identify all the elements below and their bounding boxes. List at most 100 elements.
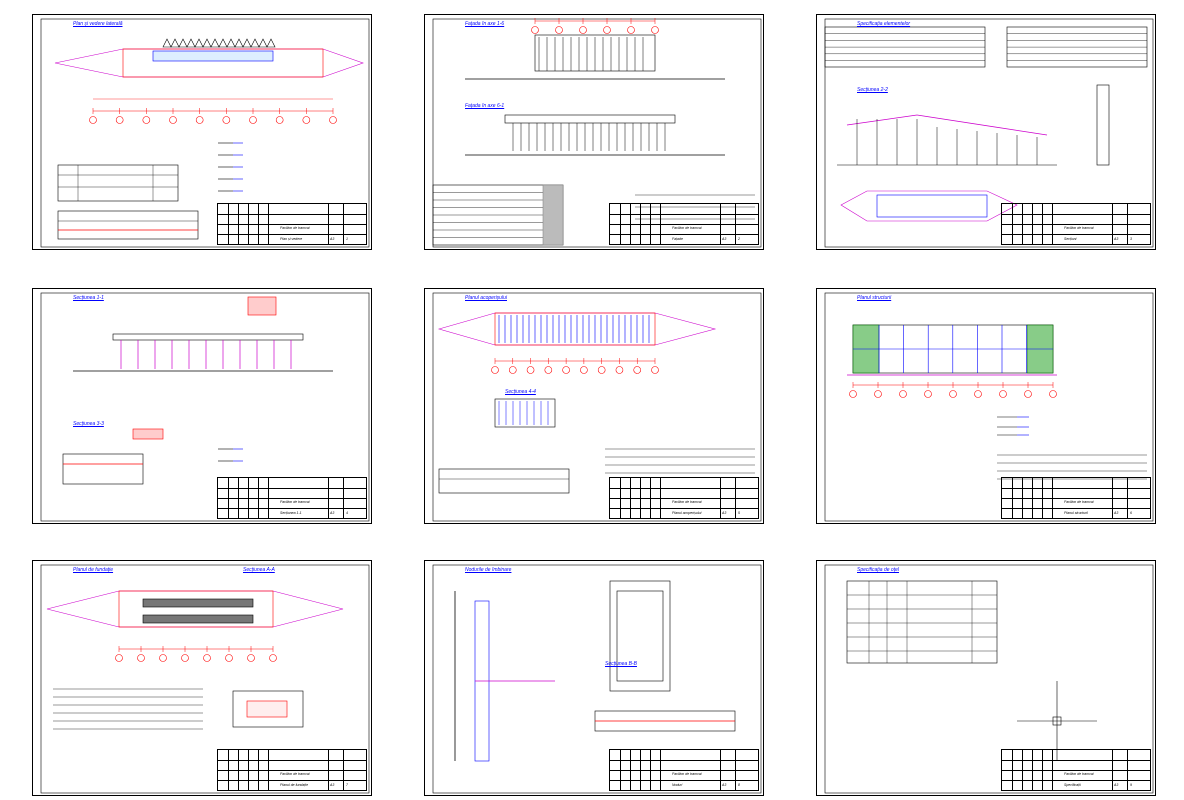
sheet-title: Specificația de oțel <box>857 567 899 573</box>
title-block-col <box>258 750 259 790</box>
title-block-sheet-number: 5 <box>738 511 740 515</box>
title-block-col <box>343 204 344 244</box>
title-block-row <box>610 508 758 509</box>
title-block-sheet-number: 2 <box>738 237 740 241</box>
sheet-drawing <box>824 564 1154 794</box>
title-block-col <box>660 750 661 790</box>
title-block-col <box>238 750 239 790</box>
title-block-project: Pavilion de tramvai <box>1064 226 1094 230</box>
foundation-plan <box>118 590 274 628</box>
roof-plan-frame <box>494 312 656 346</box>
axis-bubble <box>615 366 624 374</box>
foundation-strip <box>142 614 254 624</box>
title-block-col <box>1022 478 1023 518</box>
axis-bubble <box>329 116 337 124</box>
title-block-col <box>268 204 269 244</box>
title-block-col <box>640 750 641 790</box>
ramp-detail <box>1096 84 1110 166</box>
title-block-col <box>640 204 641 244</box>
axis-bubble <box>302 116 311 124</box>
title-block-col <box>228 204 229 244</box>
window-sash <box>616 590 664 682</box>
title-block-col <box>660 478 661 518</box>
warning-sign-icon <box>202 38 212 48</box>
spec-table <box>438 468 570 494</box>
axis-bubble <box>874 390 882 398</box>
warning-sign-icon <box>242 38 252 48</box>
sheet-subtitle: Secțiunea 3-3 <box>73 421 104 427</box>
title-block-col <box>1127 204 1128 244</box>
title-block-row <box>218 508 366 509</box>
axis-bubble <box>1049 390 1057 398</box>
sheet-subtitle: Secțiunea 4-4 <box>505 389 536 395</box>
inner-frame <box>824 564 1154 794</box>
axis-bubble <box>142 116 151 124</box>
title-block-sheet-name: Fațade <box>672 237 683 241</box>
axis-bubble <box>627 26 635 34</box>
title-block-col <box>630 478 631 518</box>
inner-frame <box>40 18 370 248</box>
title-block-col <box>228 478 229 518</box>
axis-bubble <box>633 366 642 374</box>
axis-bubble <box>899 390 907 398</box>
title-block-format: A3 <box>722 237 727 241</box>
sheet-drawing <box>432 18 762 248</box>
title-block-col <box>238 204 239 244</box>
title-block-project: Pavilion de tramvai <box>1064 772 1094 776</box>
title-block-col <box>630 750 631 790</box>
axis-bubble <box>603 26 611 34</box>
title-block-col <box>1022 204 1023 244</box>
title-block-sheet-number: 7 <box>346 783 348 787</box>
axis-bubble <box>195 116 204 124</box>
axis-bubble <box>580 366 588 374</box>
axis-bubble <box>137 654 145 662</box>
title-block-project: Pavilion de tramvai <box>672 500 702 504</box>
warning-sign-icon <box>226 38 236 48</box>
title-block-col <box>248 204 249 244</box>
axis-bubble <box>159 654 167 662</box>
sheet-title: Specificația elementelor <box>857 21 911 27</box>
title-block-col <box>1012 478 1013 518</box>
sheet-subtitle: Secțiunea 2-2 <box>857 87 888 93</box>
inner-frame <box>432 564 762 794</box>
axis-bubble <box>115 116 124 124</box>
title-block-col <box>1032 478 1033 518</box>
title-block-col <box>238 478 239 518</box>
title-block-col <box>660 204 661 244</box>
title-block-col <box>1052 750 1053 790</box>
title-block-project: Pavilion de tramvai <box>280 226 310 230</box>
axis-bubble <box>579 26 587 34</box>
title-block-format: A3 <box>1114 237 1119 241</box>
title-block-project: Pavilion de tramvai <box>672 772 702 776</box>
window-frame <box>609 580 671 692</box>
title-block-project: Pavilion de tramvai <box>280 772 310 776</box>
detail-callout <box>132 428 164 440</box>
title-block-col <box>268 750 269 790</box>
inner-frame <box>432 292 762 522</box>
sheet-subtitle: Fațada în axe 6-1 <box>465 103 505 109</box>
sheet-drawing <box>40 18 370 248</box>
axis-bubble <box>181 654 189 662</box>
axis-bubble <box>974 390 982 398</box>
axis-bubble <box>1024 390 1032 398</box>
title-block-col <box>248 750 249 790</box>
table-column-shade <box>542 184 564 246</box>
sheet-subtitle: Secțiunea B-B <box>605 661 637 667</box>
platform-plan <box>122 48 324 78</box>
ramp-plan <box>876 194 988 218</box>
title-block-col <box>735 750 736 790</box>
axis-bubble <box>531 26 539 34</box>
title-block-row <box>218 760 366 761</box>
